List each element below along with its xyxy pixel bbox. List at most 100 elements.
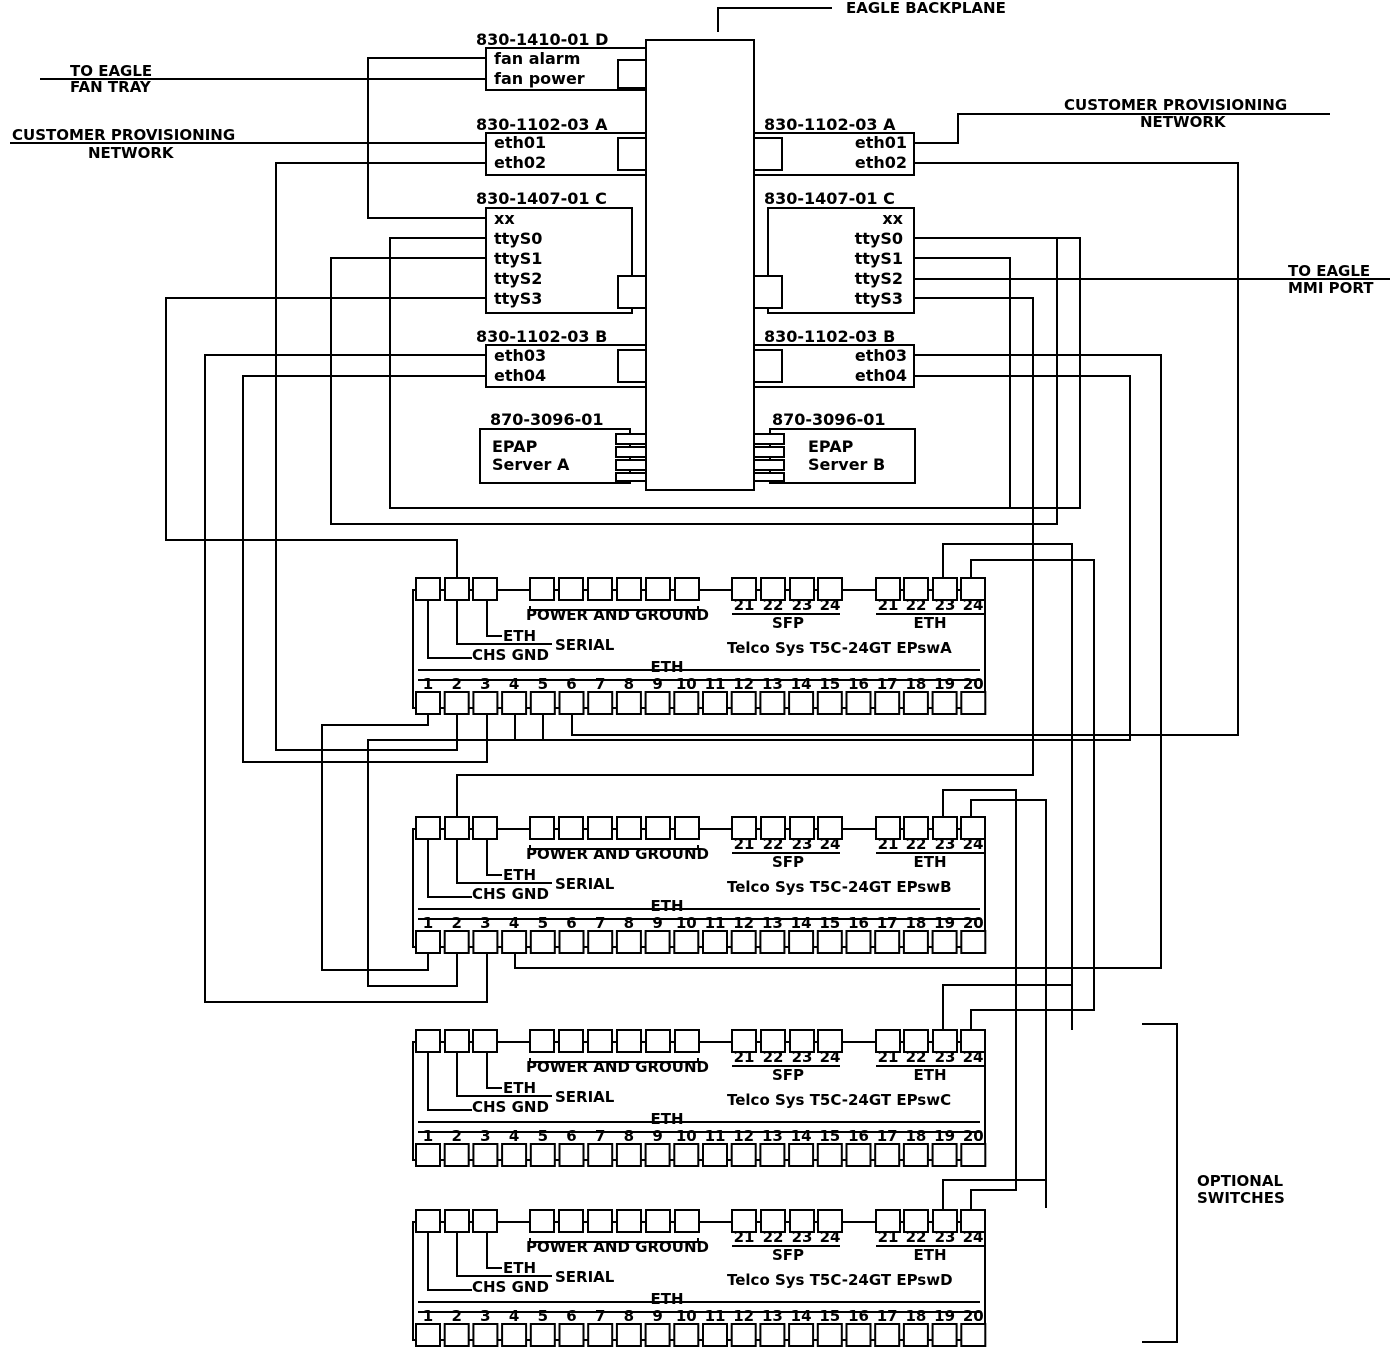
eth-port-7[interactable] bbox=[587, 1323, 614, 1347]
mgmt-port-3[interactable] bbox=[472, 816, 498, 840]
mgmt-port-2[interactable] bbox=[444, 1029, 470, 1053]
power-port-6[interactable] bbox=[674, 1029, 700, 1053]
power-port-2[interactable] bbox=[558, 577, 584, 601]
power-port-6[interactable] bbox=[674, 577, 700, 601]
mgmt-port-1[interactable] bbox=[415, 816, 441, 840]
eth-port-13[interactable] bbox=[759, 1143, 786, 1167]
eth-port-22[interactable] bbox=[903, 577, 929, 601]
power-port-5[interactable] bbox=[645, 577, 671, 601]
eth-port-13[interactable] bbox=[759, 930, 786, 954]
eth-port-2[interactable] bbox=[443, 930, 470, 954]
eth-port-17[interactable] bbox=[874, 691, 901, 715]
eth-port-12[interactable] bbox=[730, 930, 757, 954]
eth-port-23[interactable] bbox=[932, 1029, 958, 1053]
eth-port-3[interactable] bbox=[472, 1323, 499, 1347]
eth-port-19[interactable] bbox=[931, 1323, 958, 1347]
power-port-3[interactable] bbox=[587, 816, 613, 840]
mgmt-port-2[interactable] bbox=[444, 577, 470, 601]
eth-port-12[interactable] bbox=[730, 1143, 757, 1167]
eth-port-8[interactable] bbox=[615, 1323, 642, 1347]
sfp-port-24[interactable] bbox=[817, 577, 843, 601]
eth-port-8[interactable] bbox=[615, 930, 642, 954]
power-port-5[interactable] bbox=[645, 1209, 671, 1233]
mgmt-port-2[interactable] bbox=[444, 816, 470, 840]
sfp-port-23[interactable] bbox=[789, 816, 815, 840]
eth-port-20[interactable] bbox=[960, 691, 987, 715]
eth-port-18[interactable] bbox=[902, 1323, 929, 1347]
mgmt-port-3[interactable] bbox=[472, 577, 498, 601]
eth-port-24[interactable] bbox=[960, 1209, 986, 1233]
mgmt-port-1[interactable] bbox=[415, 1029, 441, 1053]
sfp-port-24[interactable] bbox=[817, 1029, 843, 1053]
eth-port-5[interactable] bbox=[529, 1143, 556, 1167]
power-port-3[interactable] bbox=[587, 1209, 613, 1233]
sfp-port-21[interactable] bbox=[731, 1029, 757, 1053]
eth-port-20[interactable] bbox=[960, 930, 987, 954]
eth-port-15[interactable] bbox=[816, 691, 843, 715]
eth-port-1[interactable] bbox=[415, 1143, 441, 1167]
sfp-port-22[interactable] bbox=[760, 1029, 786, 1053]
eth-port-11[interactable] bbox=[702, 1143, 728, 1167]
eth-port-4[interactable] bbox=[501, 691, 528, 715]
sfp-port-24[interactable] bbox=[817, 1209, 843, 1233]
eth-port-16[interactable] bbox=[845, 1323, 872, 1347]
eth-port-21[interactable] bbox=[875, 1029, 901, 1053]
eth-port-14[interactable] bbox=[788, 930, 815, 954]
eth-port-15[interactable] bbox=[816, 930, 843, 954]
eth-port-18[interactable] bbox=[902, 1143, 929, 1167]
eth-port-24[interactable] bbox=[960, 816, 986, 840]
eth-port-16[interactable] bbox=[845, 930, 872, 954]
power-port-3[interactable] bbox=[587, 1029, 613, 1053]
mgmt-port-2[interactable] bbox=[444, 1209, 470, 1233]
mgmt-port-3[interactable] bbox=[472, 1209, 498, 1233]
sfp-port-23[interactable] bbox=[789, 577, 815, 601]
eth-port-13[interactable] bbox=[759, 1323, 786, 1347]
power-port-3[interactable] bbox=[587, 577, 613, 601]
mgmt-port-3[interactable] bbox=[472, 1029, 498, 1053]
eth-port-23[interactable] bbox=[932, 577, 958, 601]
eth-port-19[interactable] bbox=[931, 930, 958, 954]
eth-port-2[interactable] bbox=[443, 1143, 470, 1167]
sfp-port-21[interactable] bbox=[731, 816, 757, 840]
eth-port-11[interactable] bbox=[702, 691, 728, 715]
eth-port-22[interactable] bbox=[903, 816, 929, 840]
eth-port-24[interactable] bbox=[960, 1029, 986, 1053]
eth-port-6[interactable] bbox=[558, 1323, 585, 1347]
power-port-1[interactable] bbox=[529, 1209, 555, 1233]
eth-port-17[interactable] bbox=[874, 930, 901, 954]
power-port-2[interactable] bbox=[558, 816, 584, 840]
eth-port-22[interactable] bbox=[903, 1209, 929, 1233]
eth-port-11[interactable] bbox=[702, 1323, 728, 1347]
eth-port-20[interactable] bbox=[960, 1323, 987, 1347]
eth-port-4[interactable] bbox=[501, 1323, 528, 1347]
eth-port-19[interactable] bbox=[931, 691, 958, 715]
eth-port-9[interactable] bbox=[644, 930, 671, 954]
eth-port-7[interactable] bbox=[587, 930, 614, 954]
sfp-port-21[interactable] bbox=[731, 1209, 757, 1233]
eth-port-13[interactable] bbox=[759, 691, 786, 715]
eth-port-7[interactable] bbox=[587, 1143, 614, 1167]
eth-port-11[interactable] bbox=[702, 930, 728, 954]
eth-port-10[interactable] bbox=[673, 930, 700, 954]
eth-port-17[interactable] bbox=[874, 1143, 901, 1167]
eth-port-4[interactable] bbox=[501, 930, 528, 954]
sfp-port-22[interactable] bbox=[760, 1209, 786, 1233]
eth-port-14[interactable] bbox=[788, 691, 815, 715]
sfp-port-23[interactable] bbox=[789, 1029, 815, 1053]
power-port-6[interactable] bbox=[674, 1209, 700, 1233]
eth-port-18[interactable] bbox=[902, 930, 929, 954]
sfp-port-21[interactable] bbox=[731, 577, 757, 601]
eth-port-18[interactable] bbox=[902, 691, 929, 715]
sfp-port-22[interactable] bbox=[760, 577, 786, 601]
eth-port-24[interactable] bbox=[960, 577, 986, 601]
eth-port-9[interactable] bbox=[644, 1143, 671, 1167]
power-port-4[interactable] bbox=[616, 816, 642, 840]
eth-port-10[interactable] bbox=[673, 1323, 700, 1347]
eth-port-7[interactable] bbox=[587, 691, 614, 715]
eth-port-14[interactable] bbox=[788, 1143, 815, 1167]
power-port-4[interactable] bbox=[616, 1029, 642, 1053]
eth-port-5[interactable] bbox=[529, 691, 556, 715]
power-port-5[interactable] bbox=[645, 1029, 671, 1053]
eth-port-10[interactable] bbox=[673, 1143, 700, 1167]
eth-port-6[interactable] bbox=[558, 1143, 585, 1167]
